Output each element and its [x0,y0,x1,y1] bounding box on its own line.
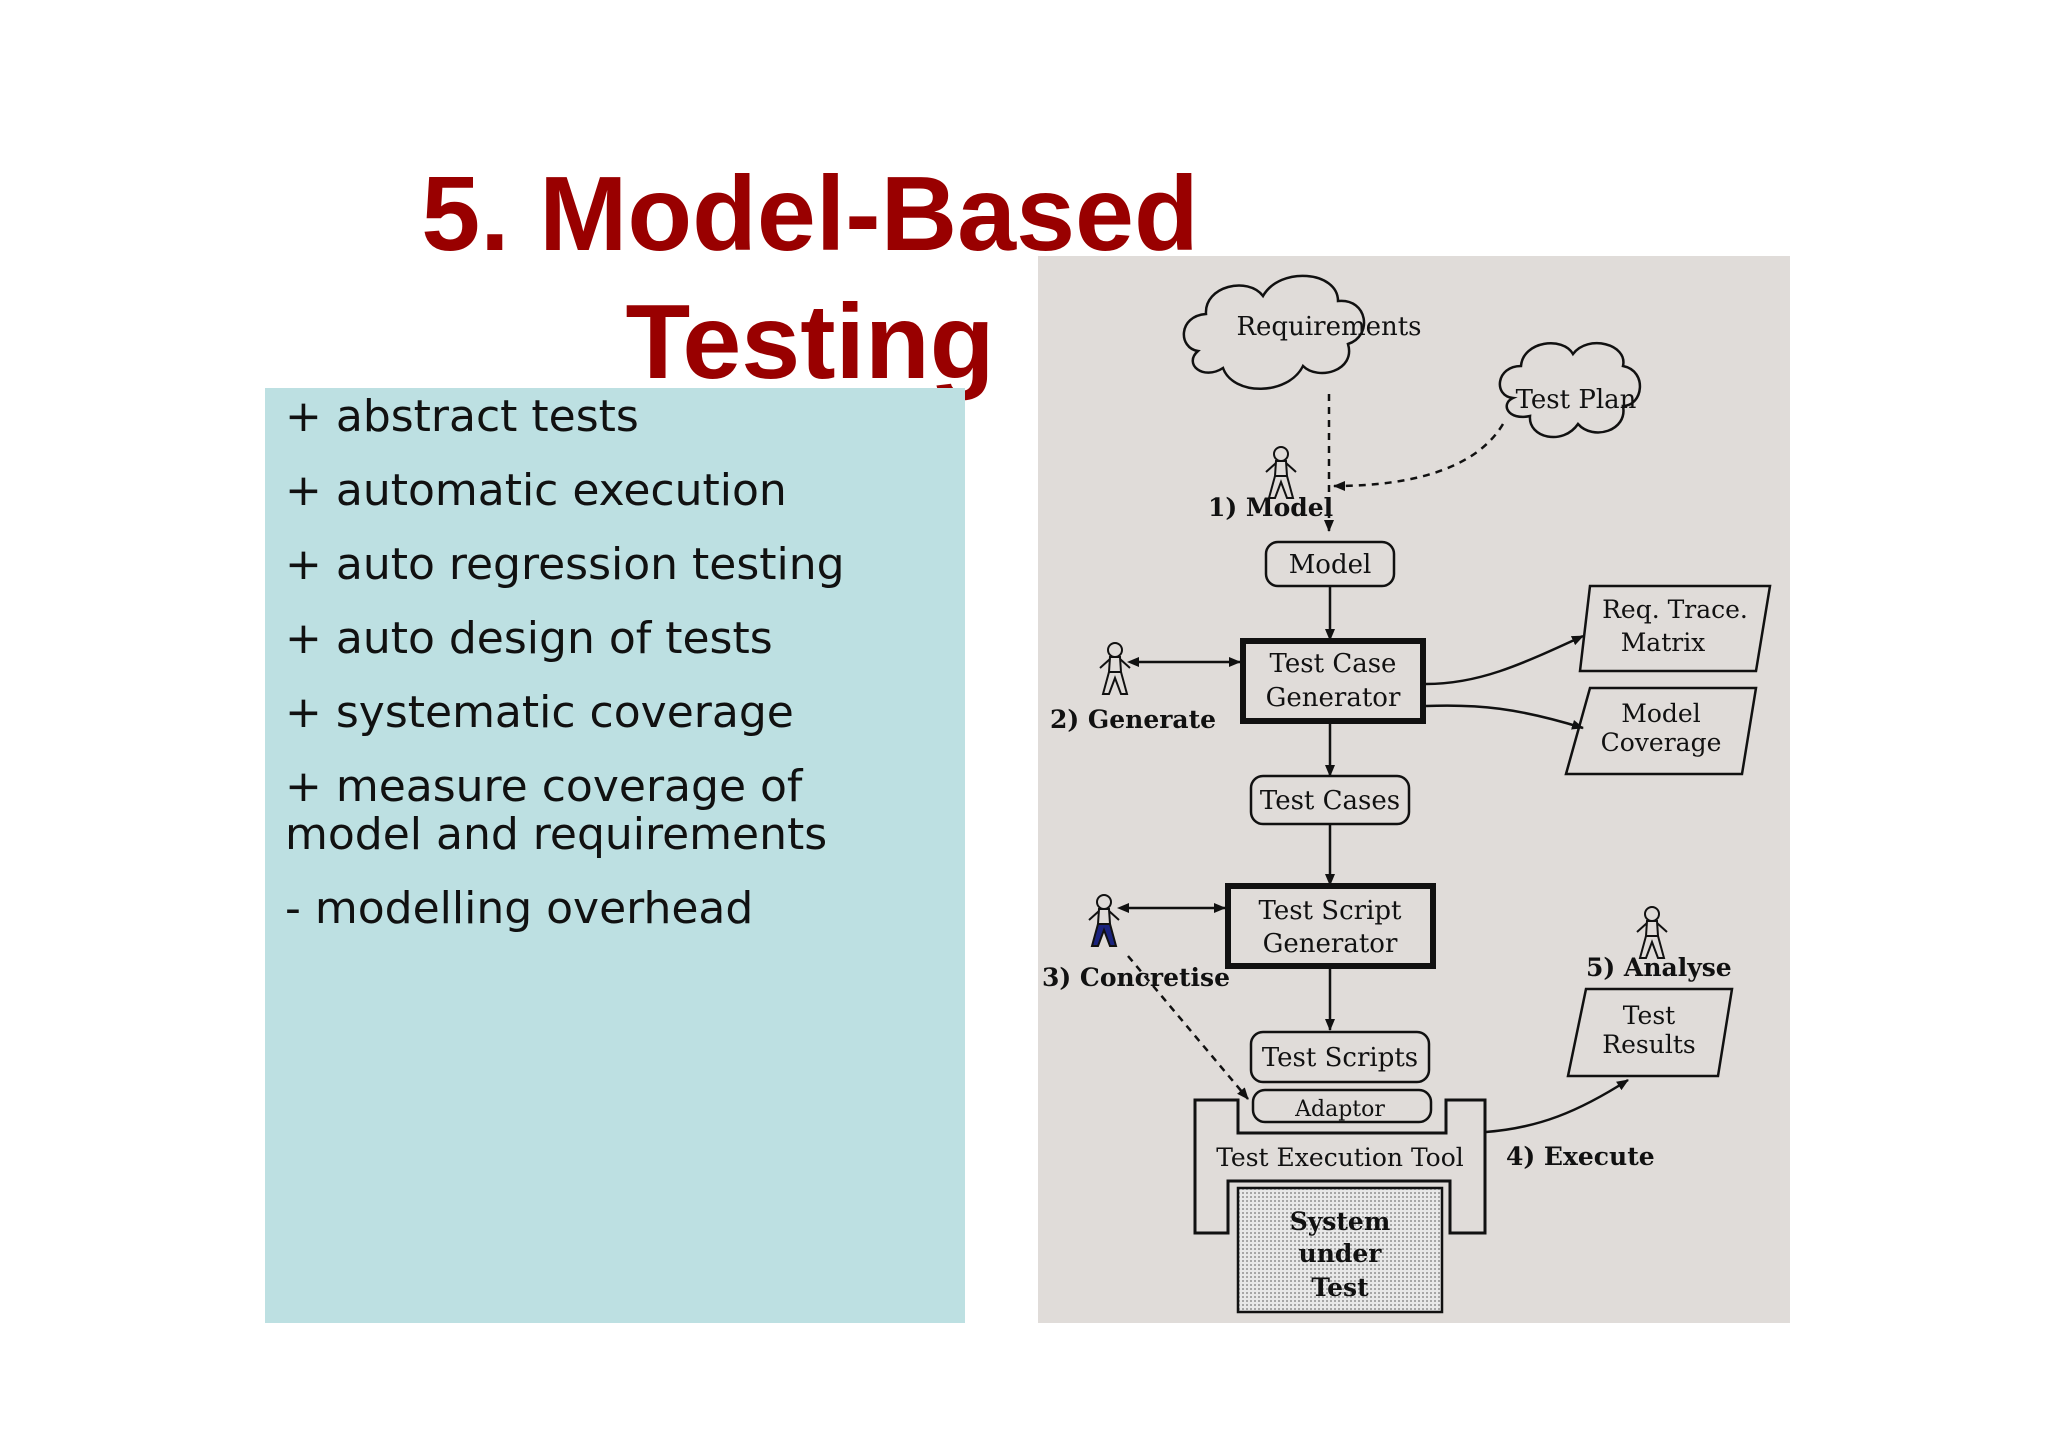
step-analyse-label: 5) Analyse [1586,953,1732,982]
test-case-generator-box [1240,638,1426,724]
test-execution-tool-label: Test Execution Tool [1216,1143,1464,1172]
step-generate-label: 2) Generate [1050,705,1216,734]
sut-line-2: under [1299,1239,1383,1268]
tcg-label-line-2: Generator [1266,683,1401,713]
slide-title: 5. Model-Based Testing [360,150,1260,406]
model-label: Model [1289,550,1372,580]
tcg-to-trace-arrow [1425,634,1584,686]
requirements-cloud: Requirements [1182,274,1422,390]
bullet-item: + systematic coverage [285,687,794,738]
tcg-to-coverage-arrow [1425,704,1584,730]
slide-title-line-1: 5. Model-Based [421,155,1199,273]
bullet-item: + auto regression testing [285,539,845,590]
model-coverage-line-1: Model [1621,699,1700,728]
tsg-label-line-2: Generator [1263,929,1398,959]
bullet-item: + auto design of tests [285,613,773,664]
test-scripts-label: Test Scripts [1262,1043,1418,1073]
model-coverage-doc [1564,686,1758,776]
model-coverage-line-2: Coverage [1601,728,1722,757]
bullet-panel: + abstract tests + automatic execution +… [265,388,965,1323]
generator-person-icon [1099,642,1131,695]
bullet-list: + abstract tests + automatic execution +… [285,393,945,933]
mbt-process-diagram: Requirements Test Plan 1) Model Model Te… [1038,256,1790,1323]
tcg-label-line-1: Test Case [1270,649,1397,679]
bullet-item: - modelling overhead [285,883,754,934]
requirements-label: Requirements [1236,312,1421,342]
test-results-line-1: Test [1623,1001,1675,1030]
analyst-person-icon [1636,906,1668,959]
step-execute-label: 4) Execute [1506,1142,1655,1171]
req-trace-matrix-doc [1578,584,1772,673]
slide-title-line-2: Testing [625,283,995,401]
tsg-label-line-1: Test Script [1259,896,1403,926]
concretiser-person-icon [1088,894,1120,947]
bullet-item: + abstract tests [285,391,639,442]
step-model-label: 1) Model [1208,493,1333,522]
test-results-doc [1566,987,1734,1078]
test-scripts-box [1249,1030,1431,1084]
sut-line-3: Test [1311,1273,1369,1302]
adaptor-label: Adaptor [1294,1097,1385,1122]
test-plan-cloud: Test Plan [1498,341,1642,439]
bullet-item: + measure coverage of model and requirem… [285,761,828,860]
test-plan-label: Test Plan [1516,385,1637,415]
test-script-generator-box [1225,883,1436,969]
test-cases-label: Test Cases [1260,786,1400,816]
req-trace-line-1: Req. Trace. [1602,595,1748,624]
system-under-test-box [1236,1186,1444,1314]
req-trace-line-2: Matrix [1621,628,1706,657]
test-execution-tool-frame [1193,1098,1487,1235]
modeller-person-icon [1265,446,1297,499]
test-plan-to-model-dashed [1333,423,1505,491]
concretise-to-adaptor-dashed [1127,955,1249,1100]
step-concretise-label: 3) Concretise [1042,963,1230,992]
test-results-line-2: Results [1602,1030,1695,1059]
execute-to-results-arrow [1485,1078,1629,1134]
sut-line-1: System [1290,1207,1391,1236]
adaptor-box [1251,1088,1433,1124]
bullet-item: + automatic execution [285,465,787,516]
